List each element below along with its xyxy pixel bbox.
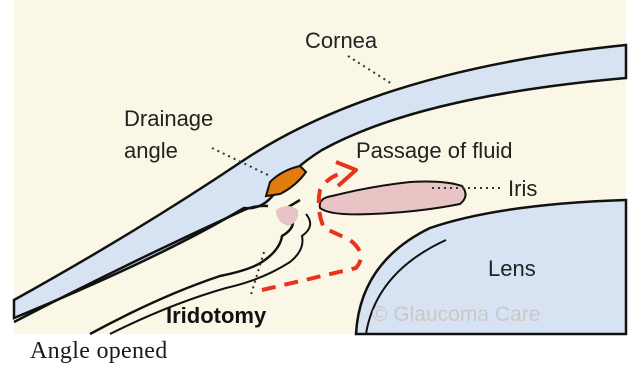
watermark: © Glaucoma Care <box>372 303 540 326</box>
diagram-caption: Angle opened <box>30 338 168 365</box>
cornea-label: Cornea <box>305 28 378 53</box>
lens-label: Lens <box>488 256 536 281</box>
drainage-label-line2: angle <box>124 138 178 163</box>
iridotomy-label: Iridotomy <box>166 303 267 328</box>
iris-label: Iris <box>508 176 537 201</box>
passage-label: Passage of fluid <box>356 138 513 163</box>
drainage-label-line1: Drainage <box>124 106 213 131</box>
